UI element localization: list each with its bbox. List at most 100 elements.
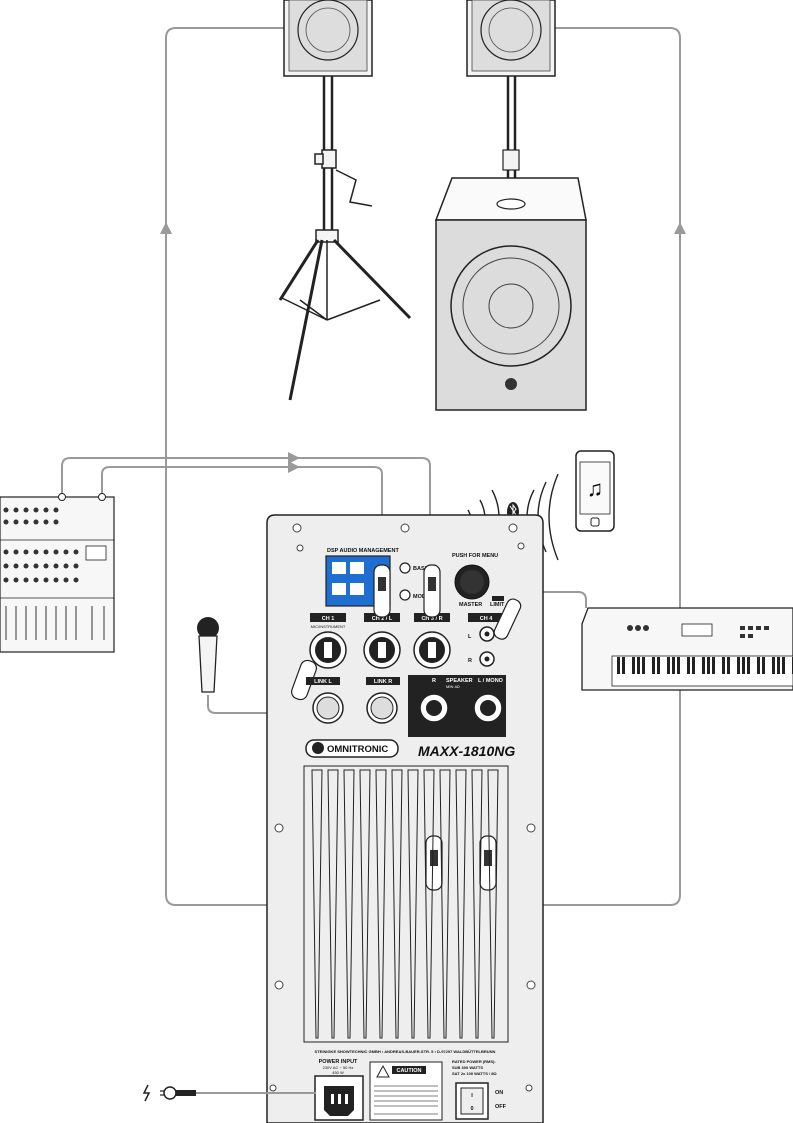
manufacturer-line: STEINIGKE SHOWTECHNIC GMBH • ANDREAS-BAU… bbox=[315, 1049, 496, 1054]
link-r-label: LINK R bbox=[374, 679, 392, 685]
power-input-label: POWER INPUT bbox=[319, 1059, 358, 1065]
power-plug bbox=[142, 1084, 316, 1102]
heatsink-fin bbox=[455, 769, 467, 1039]
cable-arrows bbox=[160, 222, 686, 473]
combo-input-ch3[interactable] bbox=[413, 631, 451, 669]
model-label: MAXX-1810NG bbox=[418, 743, 515, 759]
speaker-r-label: R bbox=[432, 678, 436, 684]
black-key bbox=[657, 657, 660, 674]
arrow-up-left bbox=[160, 222, 172, 234]
black-key bbox=[637, 657, 640, 674]
black-key bbox=[762, 657, 765, 674]
satellite-speaker-right bbox=[466, 0, 556, 200]
microphone bbox=[197, 617, 219, 693]
black-key bbox=[777, 657, 780, 674]
limit-led bbox=[492, 596, 504, 601]
dsp-title: DSP AUDIO MANAGEMENT bbox=[327, 548, 399, 554]
plug-icon bbox=[163, 1086, 177, 1100]
switch-i-label: I bbox=[471, 1093, 473, 1099]
black-key bbox=[722, 657, 725, 674]
ch1-sub-label: MIC/INSTRUMENT bbox=[311, 624, 346, 629]
ch2-label: CH 2 / L bbox=[372, 616, 393, 622]
off-label: OFF bbox=[495, 1104, 507, 1110]
heatsink-fin bbox=[391, 769, 403, 1039]
master-label: MASTER bbox=[459, 602, 482, 608]
speaker-stand bbox=[278, 149, 412, 401]
ch4-label: CH 4 bbox=[480, 616, 493, 622]
cable-mixer-ch3 bbox=[61, 457, 431, 565]
heatsink-fin bbox=[487, 769, 499, 1039]
heatsink-fin bbox=[311, 769, 323, 1039]
heatsink-fin bbox=[439, 769, 451, 1039]
black-key bbox=[687, 657, 690, 674]
subwoofer bbox=[434, 177, 587, 411]
black-key bbox=[727, 657, 730, 674]
black-key bbox=[737, 657, 740, 674]
mixing-console bbox=[0, 493, 115, 653]
black-key bbox=[677, 657, 680, 674]
ch3-label: CH 3 / R bbox=[421, 616, 442, 622]
power-watts-label: 450 W bbox=[332, 1070, 344, 1075]
black-key bbox=[772, 657, 775, 674]
brand-label: OMNITRONIC bbox=[327, 744, 388, 755]
cable-mixer-ch2 bbox=[101, 466, 383, 565]
electricity-icon bbox=[142, 1084, 151, 1102]
heatsink-fin bbox=[407, 769, 419, 1039]
warning-icon bbox=[376, 1064, 390, 1078]
caution-label: CAUTION bbox=[396, 1068, 421, 1074]
heatsink-fin bbox=[375, 769, 387, 1039]
black-key bbox=[747, 657, 750, 674]
ch4-r-label: R bbox=[468, 658, 472, 664]
speaker-lmono-label: L / MONO bbox=[478, 678, 504, 684]
black-key bbox=[617, 657, 620, 674]
heatsink-fins bbox=[311, 769, 499, 1039]
rated-sub-label: SUB 300 WATTS bbox=[452, 1065, 483, 1070]
link-l-label: LINK L bbox=[314, 679, 332, 685]
mode-label: MODE bbox=[413, 594, 430, 600]
black-key bbox=[712, 657, 715, 674]
power-voltage-label: 230V AC ~ 50 Hz bbox=[323, 1065, 354, 1070]
bass-button[interactable] bbox=[399, 562, 411, 574]
keyboard-keys bbox=[617, 657, 793, 674]
black-key bbox=[742, 657, 745, 674]
bass-label: BASS bbox=[413, 566, 429, 572]
black-key bbox=[652, 657, 655, 674]
speaker-title: SPEAKER bbox=[446, 678, 473, 684]
smartphone: ♫ bbox=[575, 450, 615, 532]
switch-o-label: 0 bbox=[470, 1106, 473, 1112]
combo-input-ch2[interactable] bbox=[363, 631, 401, 669]
black-key bbox=[642, 657, 645, 674]
ch4-l-label: L bbox=[468, 634, 472, 640]
black-key bbox=[707, 657, 710, 674]
heatsink-fin bbox=[423, 769, 435, 1039]
mode-button[interactable] bbox=[399, 589, 411, 601]
rated-sat-label: SAT 2x 100 WATTS / 8Ω bbox=[452, 1071, 497, 1076]
ch1-label: CH 1 bbox=[322, 616, 335, 622]
black-key bbox=[622, 657, 625, 674]
black-key bbox=[672, 657, 675, 674]
arrow-right-top bbox=[288, 452, 300, 464]
keyboard-synth bbox=[581, 607, 793, 691]
black-key bbox=[757, 657, 760, 674]
push-for-menu-label: PUSH FOR MENU bbox=[452, 553, 498, 559]
limit-label: LIMIT bbox=[490, 602, 505, 608]
satellite-speaker-left bbox=[283, 0, 373, 240]
heatsink-fin bbox=[359, 769, 371, 1039]
amplifier-panel: DSP AUDIO MANAGEMENT BASS MODE PUSH FOR … bbox=[266, 514, 544, 1123]
dsp-display-icons bbox=[332, 562, 364, 595]
on-label: ON bbox=[495, 1090, 503, 1096]
black-key bbox=[632, 657, 635, 674]
black-key bbox=[692, 657, 695, 674]
rated-power-label: RATED POWER (RMS): bbox=[452, 1059, 496, 1064]
omnitronic-logo-icon bbox=[312, 742, 324, 754]
arrow-up-right bbox=[674, 222, 686, 234]
black-key bbox=[667, 657, 670, 674]
combo-input-ch1[interactable] bbox=[309, 631, 347, 669]
black-key bbox=[702, 657, 705, 674]
arrow-right-bottom bbox=[288, 461, 300, 473]
speaker-sub: MIN 4Ω bbox=[446, 684, 460, 689]
heatsink-fin bbox=[327, 769, 339, 1039]
music-note-icon: ♫ bbox=[587, 476, 604, 501]
heatsink-fin bbox=[343, 769, 355, 1039]
